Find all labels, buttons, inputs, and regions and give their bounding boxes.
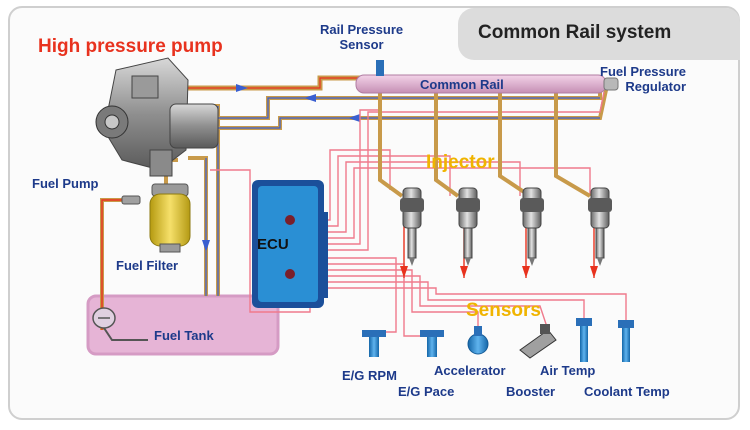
fuel-pump-label: Fuel Pump [32, 176, 99, 191]
ecu-signal-wires [210, 76, 627, 337]
rail-pressure-sensor-label-line1: Rail Pressure [320, 22, 404, 37]
fuel-tank-label: Fuel Tank [154, 328, 214, 343]
injector-1 [400, 187, 424, 266]
ecu-unit [252, 180, 328, 308]
fuel-filter-label: Fuel Filter [116, 258, 179, 273]
coolant-temp-label: Coolant Temp [584, 384, 670, 399]
booster-sensor [519, 324, 557, 359]
eg-rpm-label: E/G RPM [342, 368, 397, 383]
air-temp-label: Air Temp [540, 363, 596, 378]
coolant-temp-sensor [618, 320, 634, 362]
sensors-label: Sensors [466, 300, 541, 321]
eg-pace-sensor [420, 330, 444, 357]
high-pressure-pump [95, 57, 219, 205]
injector-return-lines [400, 220, 598, 278]
eg-pace-label: E/G Pace [398, 384, 455, 399]
injector-3 [520, 187, 544, 266]
booster-label: Booster [506, 384, 556, 399]
injector-2 [456, 187, 480, 266]
common-rail [355, 60, 619, 94]
sensor-icons [362, 318, 634, 362]
diagram-title: Common Rail system [478, 22, 672, 43]
rail-pressure-sensor-label-line2: Sensor [339, 37, 384, 52]
ecu-label: ECU [257, 236, 289, 253]
fuel-pressure-regulator-label-line1: Fuel Pressure [600, 64, 686, 79]
injector-feed-pipes [378, 90, 592, 198]
title-tab [458, 8, 740, 60]
air-temp-sensor [576, 318, 592, 362]
accelerator-label: Accelerator [434, 363, 506, 378]
fuel-pressure-regulator-label-line2: Regulator [625, 79, 686, 94]
injector-4 [588, 187, 612, 266]
rail-pressure-sensor-label: Rail Pressure Sensor [320, 22, 403, 52]
fuel-pump-fitting [121, 195, 141, 205]
fuel-pressure-regulator-label: Fuel Pressure Regulator [600, 64, 686, 94]
eg-rpm-sensor [362, 330, 386, 357]
accelerator-sensor [467, 326, 489, 355]
common-rail-label: Common Rail [420, 77, 504, 92]
fuel-filter [149, 183, 191, 253]
injector-label: Injector [426, 152, 495, 173]
rail-pressure-sensor-body [376, 60, 384, 76]
injectors [400, 187, 612, 266]
high-pressure-pump-label: High pressure pump [38, 36, 223, 57]
fuel-strainer [92, 307, 148, 341]
